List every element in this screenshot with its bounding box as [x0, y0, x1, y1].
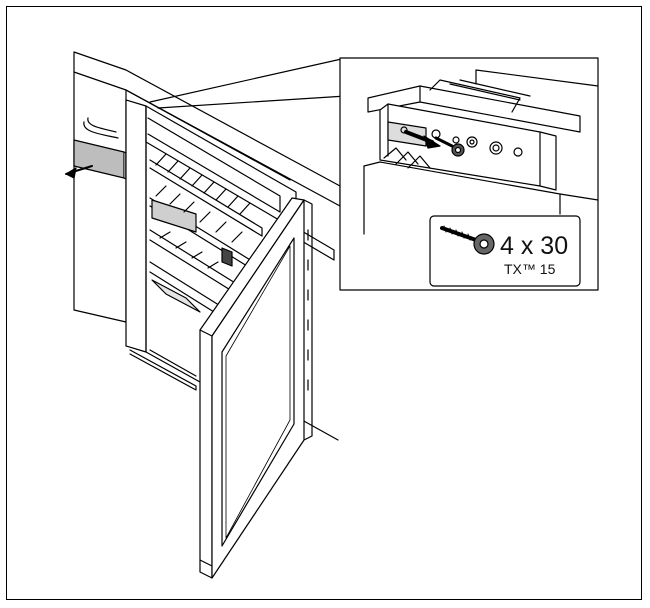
screw-insert [434, 136, 465, 157]
fridge-interior [147, 117, 281, 323]
screw-drive-label: TX™ 15 [504, 261, 556, 277]
screw-spec-box [429, 215, 581, 287]
callout-leader [149, 57, 347, 109]
insert-arrow-icon [404, 130, 441, 149]
fridge-door [199, 197, 313, 579]
kitchen-cabinet [73, 51, 341, 441]
pull-arrow-icon [65, 165, 93, 179]
screw-icon [440, 225, 495, 255]
cover-strip [73, 139, 129, 181]
screw-size-label: 4 x 30 [500, 232, 568, 260]
